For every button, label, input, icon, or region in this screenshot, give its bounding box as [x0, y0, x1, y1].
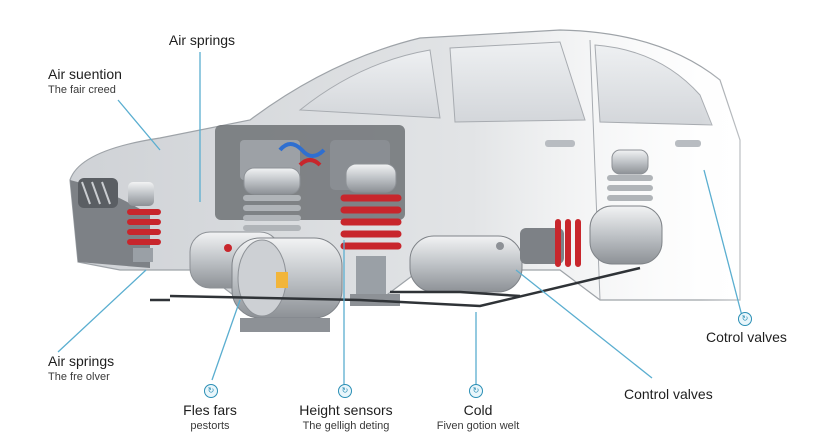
label-sub: The fre olver — [48, 371, 110, 383]
label-title: Air springs — [168, 32, 236, 48]
badge-icon: ↻ — [469, 384, 483, 398]
badge-icon: ↻ — [204, 384, 218, 398]
label-air-springs-top: Air springs — [169, 32, 235, 49]
label-cold: Cold Fiven gotion welt — [437, 402, 520, 433]
badge-icon: ↻ — [738, 312, 752, 326]
label-air-suspention: Air suention The fair creed — [48, 66, 122, 97]
center-air-tank — [409, 235, 523, 293]
label-title: Height sensors — [299, 402, 393, 418]
front-spring — [127, 182, 161, 262]
front-strut — [243, 167, 301, 231]
label-title: Cold — [463, 402, 493, 418]
label-title: Control valves — [624, 386, 713, 402]
badge-icon: ↻ — [338, 384, 352, 398]
label-sub: The gelligh deting — [302, 420, 390, 432]
label-air-springs-left: Air springs The fre olver — [48, 353, 114, 384]
center-spring — [340, 163, 402, 306]
label-fles-fars: Fles fars pestorts — [183, 402, 237, 433]
rear-assembly — [520, 149, 663, 267]
label-control-valves-right: Cotrol valves — [706, 329, 787, 346]
label-height-sensors: Height sensors The gelligh deting — [299, 402, 392, 433]
label-title: Air suention — [48, 66, 122, 82]
label-sub: The fair creed — [48, 84, 116, 96]
label-control-valves-bottom: Control valves — [624, 386, 713, 403]
leader-lines — [57, 52, 743, 388]
air-lines — [150, 266, 641, 308]
label-title: Air springs — [48, 353, 115, 369]
label-sub: Fiven gotion welt — [436, 420, 520, 432]
label-title: Fles fars — [183, 402, 237, 418]
label-title: Cotrol valves — [706, 329, 787, 345]
label-sub: pestorts — [190, 420, 230, 432]
